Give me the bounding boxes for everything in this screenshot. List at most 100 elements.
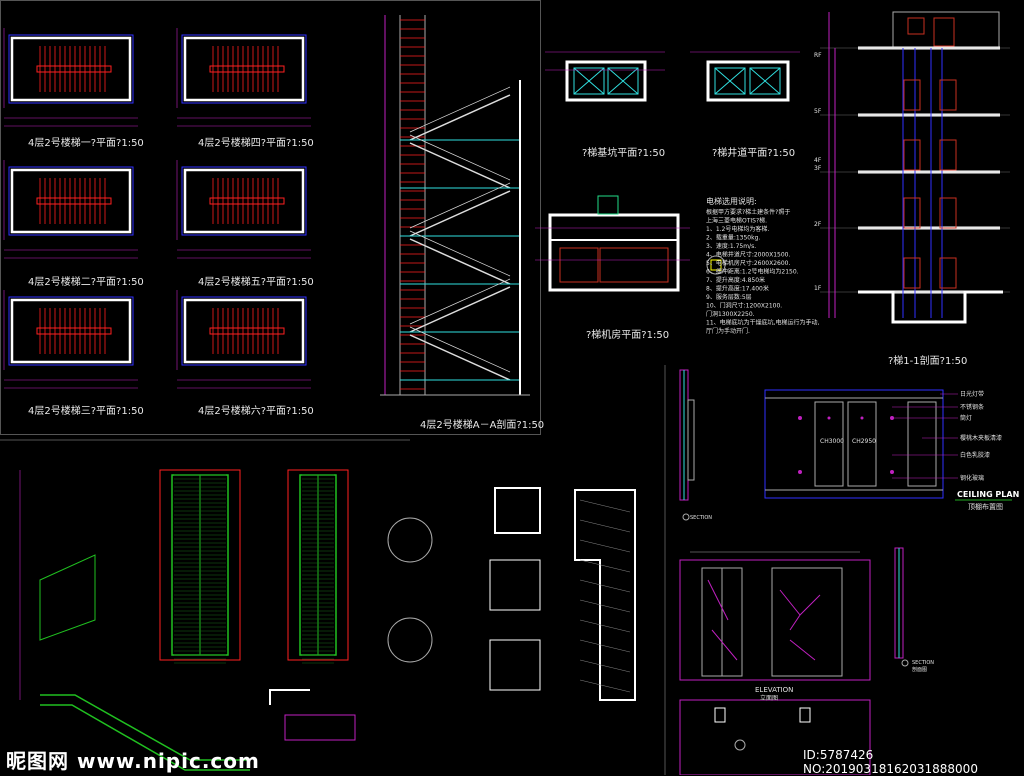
stair-flight [409,334,511,381]
buffer-detail [387,617,433,663]
elevator-section-title: ?梯1-1剖面?1:50 [888,354,967,367]
hatch [579,539,631,553]
floor-label-4f: 4F [814,157,822,164]
stair-plan-title-1: 4层2号楼梯一?平面?1:50 [28,136,144,149]
stair-plan-walls [10,298,132,364]
stair-plan-walls [10,36,132,102]
hatch [579,499,631,513]
handrail [409,134,511,181]
stair-plan-walls [183,168,305,234]
stair-plan [3,290,138,389]
ceiling-height: CH3000 [820,438,844,445]
stair-plan-axis [8,34,134,104]
elevator-section-1-1 [820,11,1010,324]
elevator-note: 7、提升高度:4.850米 [706,276,765,284]
stair-plan-title-4: 4层2号楼梯四?平面?1:50 [198,136,314,149]
hatch [579,579,631,593]
elevator-notes: 电梯选用说明: 根据甲方要求?梯土建条件?照于上海三菱电梯OTIS?梯.1、1.… [706,196,820,335]
stair-plan-title-3: 4层2号楼梯三?平面?1:50 [28,404,144,417]
stair-plan-title-2: 4层2号楼梯二?平面?1:50 [28,275,144,288]
stair-plan-axis [181,296,307,366]
elevation-subtitle: 立面图 [760,694,778,702]
elevator-door [903,139,921,171]
stair-plan [176,290,311,389]
pit-detail [489,639,541,691]
hatch [579,619,631,633]
escalator-outline [159,469,241,661]
elevator-detail-drawings [387,487,636,701]
ceiling-plan [764,389,1012,501]
elevator-note: 11、电梯底坑为干燥底坑,电梯运行为手动, [706,319,820,327]
ceiling-plan-title: CEILING PLAN [957,490,1019,499]
elevator-note: 根据甲方要求?梯土建条件?照于 [706,208,790,216]
ceiling-label: 不锈钢条 [960,403,984,411]
floor-label-1f: 1F [814,285,822,292]
section-detail-title: SECTION [690,515,712,521]
machine-room-title: ?梯机房平面?1:50 [586,328,669,341]
ceiling-label: 白色乳胶漆 [960,451,990,459]
stair-plan-axis [8,296,134,366]
elevator-note: 3、速度:1.75m/s. [706,242,756,250]
elevator-machine-room-plan [535,195,726,292]
stair-section-a-a [380,15,530,396]
elevator-note: 10、门洞尺寸:1200X2100. [706,302,782,310]
elevator-door [939,257,957,289]
panel-frames [0,0,666,775]
elevator-note: 上海三菱电梯OTIS?梯. [706,217,767,225]
elevator-pit-title: ?梯基坑平面?1:50 [582,146,665,159]
stair-plan-walls [183,298,305,364]
stair-flight [409,190,511,237]
hatch [579,639,631,653]
stair-plan-axis [181,34,307,104]
stair-plan-titles: 4层2号楼梯一?平面?1:50 4层2号楼梯四?平面?1:50 4层2号楼梯二?… [28,136,314,417]
stair-plan [176,160,311,259]
ceiling-label: 樱桃木夹板清漆 [960,434,1002,442]
stair-landing-rail [36,65,112,73]
stair-landing-rail [209,65,285,73]
title-table [284,714,356,741]
ceiling-label: 日光灯带 [960,390,984,398]
machine-room [892,11,1000,49]
ceiling-labels: 日光灯带 不锈钢条 筒灯 樱桃木夹板清漆 白色乳胶漆 钢化玻璃 CH3000 C… [820,390,1019,511]
wall-section-details [679,369,909,667]
ceiling-height: CH2950 [852,438,876,445]
elevator-note: 1、1.2号电梯均为客梯. [706,225,769,233]
elevator-note: 9、服务层数:5层 [706,293,752,301]
stair-plan-title-6: 4层2号楼梯六?平面?1:50 [198,404,314,417]
floor-label-3f: 3F [814,165,822,172]
handrail [409,230,511,277]
hatch [579,659,631,673]
handrail [409,326,511,373]
elevator-note: 8、提升高度:17.400米 [706,285,769,293]
stair-plan-title-5: 4层2号楼梯五?平面?1:50 [198,275,314,288]
elevator-door [903,79,921,111]
machine-room-door [933,17,955,47]
watermark-id: ID:5787426 NO:20190318162031888000 [803,748,978,776]
ceiling-plan-subtitle: 顶棚布置图 [968,502,1003,511]
notes-title: 电梯选用说明: [706,196,757,206]
door-elevation [679,551,871,775]
elevator-note: 门洞1300X2250. [706,310,755,318]
section-detail-title-2: SECTION [912,660,934,666]
detail-profile [269,689,310,705]
hatch [579,519,631,533]
stair-plan-walls [10,168,132,234]
stair-landing-rail [209,197,285,205]
floor-label-rf: RF [814,52,822,59]
handrail [409,86,511,133]
watermark-logo: 昵图网 www.nipic.com [6,749,260,773]
stair-plans [3,28,311,389]
stair-section-title: 4层2号楼梯A－A剖面?1:50 [420,418,544,431]
stair-flight [409,94,511,141]
floor-label-2f: 2F [814,221,822,228]
stair-plan-axis [8,166,134,236]
elevator-shaft-title: ?梯井道平面?1:50 [712,146,795,159]
stair-plan [3,160,138,259]
elevator-note: 5、电梯机房尺寸:2600X2600. [706,259,790,267]
stair-plan-axis [181,166,307,236]
pit-detail [494,487,541,534]
section-detail-subtitle: 剖面图 [912,666,927,673]
ceiling-label: 钢化玻璃 [960,474,984,482]
stair-landing-rail [36,197,112,205]
handrail [409,278,511,325]
